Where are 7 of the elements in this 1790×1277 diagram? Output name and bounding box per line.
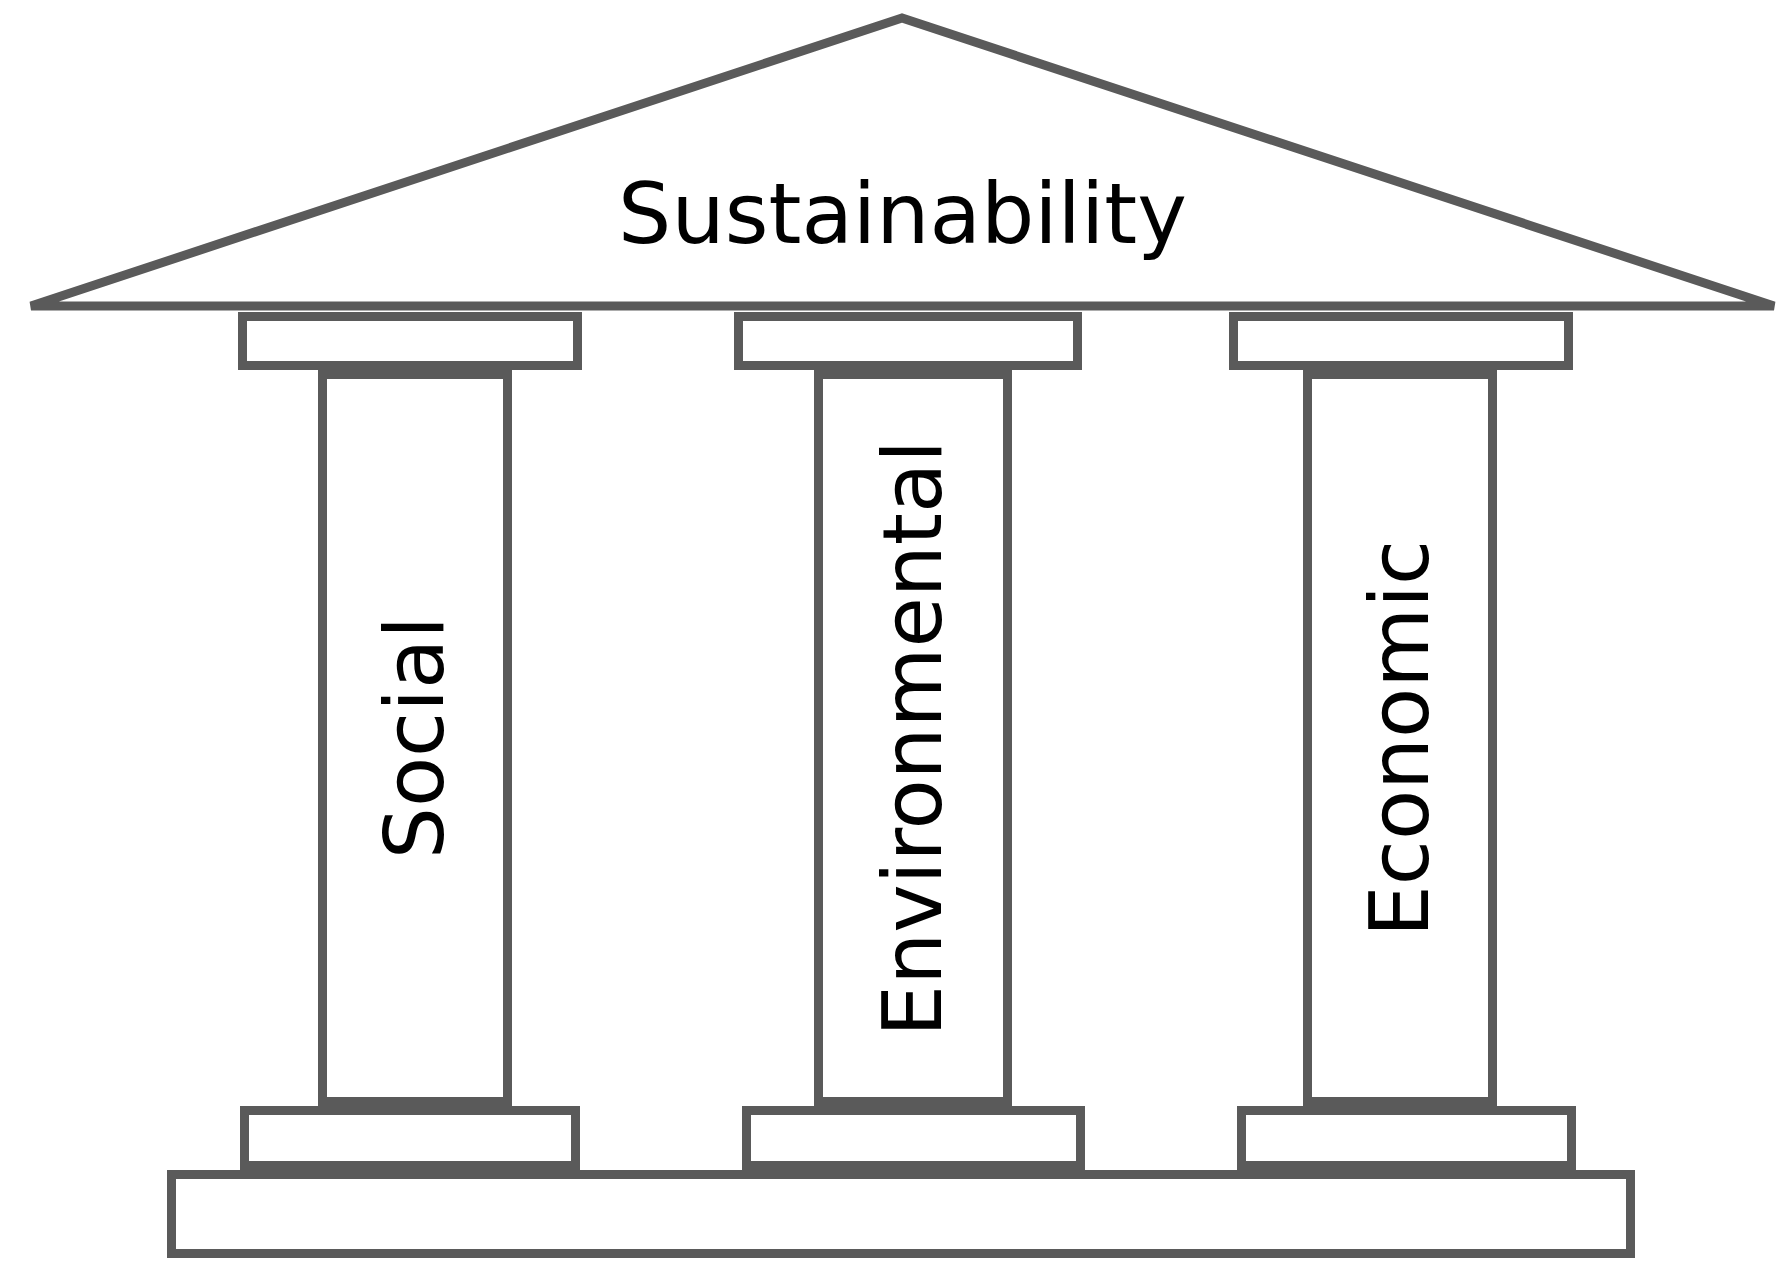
foundation-slab — [167, 1170, 1635, 1258]
capital-slab — [238, 312, 582, 370]
pillar-label: Economic — [1359, 539, 1441, 937]
pillar-label: Social — [374, 616, 456, 860]
capital-slab — [734, 312, 1082, 370]
capital-slab — [1229, 312, 1573, 370]
pillar-label: Environmental — [872, 439, 954, 1037]
